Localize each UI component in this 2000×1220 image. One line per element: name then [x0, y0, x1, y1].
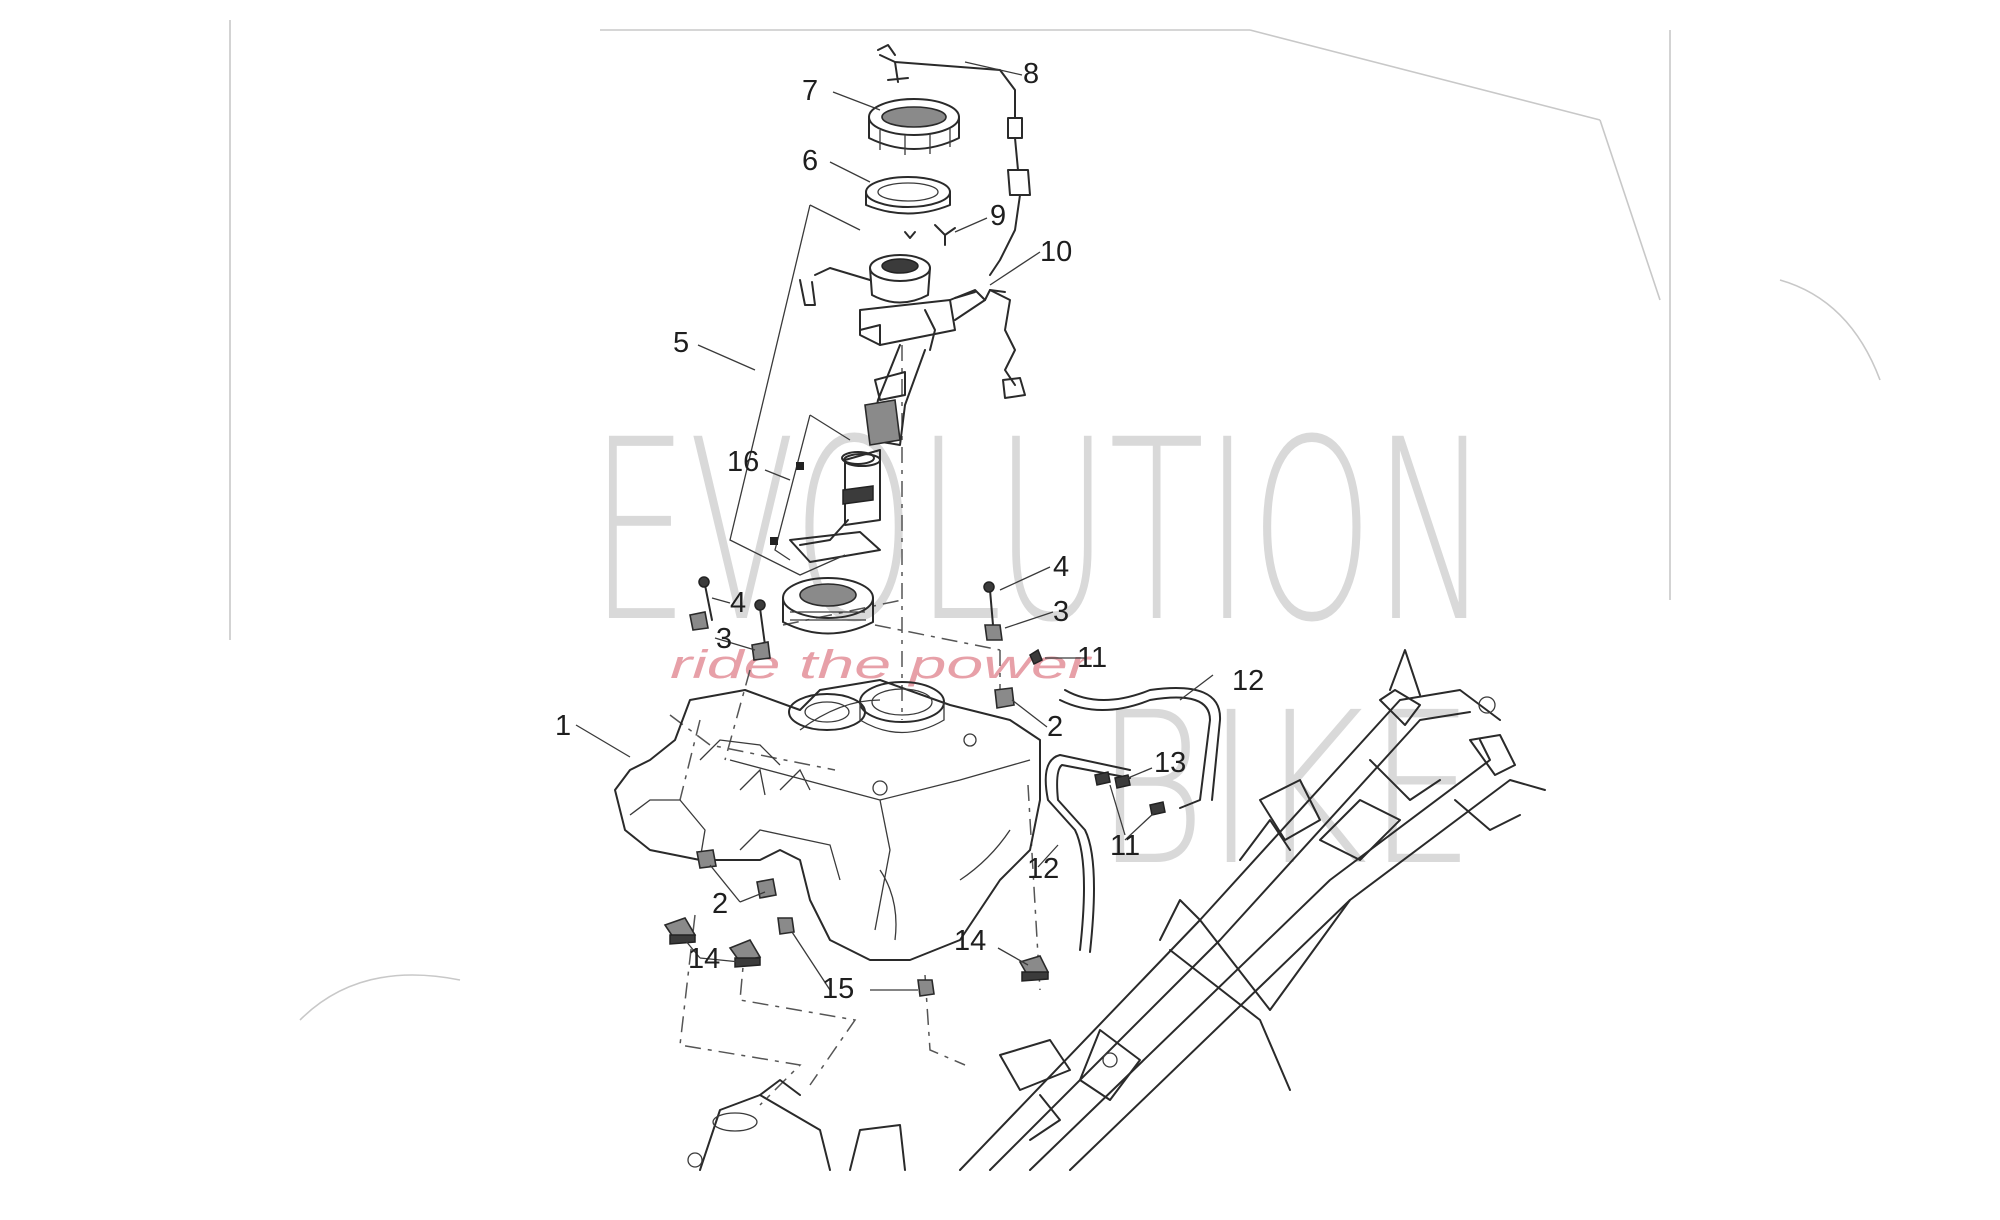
callout-3-right: 3 [1053, 596, 1069, 628]
callout-5: 5 [673, 327, 689, 359]
fuel-hose [954, 289, 1026, 399]
pump-outline-box [729, 204, 861, 576]
ring-nut [868, 98, 960, 155]
callout-12-upper: 12 [1232, 665, 1264, 697]
callout-2-right: 2 [1047, 711, 1063, 743]
marker-square-b [770, 537, 778, 545]
callout-2-left: 2 [712, 888, 728, 920]
callout-11-lower: 11 [1110, 830, 1140, 862]
background-silhouette [229, 20, 1881, 1021]
right-fasteners [983, 581, 1043, 709]
callout-4-right: 4 [1053, 551, 1069, 583]
callout-3-left: 3 [716, 623, 732, 655]
clips-and-rubbers [663, 917, 1050, 997]
callout-8: 8 [1023, 58, 1039, 90]
callout-1: 1 [555, 710, 571, 742]
callout-14-right: 14 [954, 925, 986, 957]
fuel-pump-assembly [789, 254, 1006, 563]
callout-15: 15 [822, 973, 854, 1005]
callout-6: 6 [802, 145, 818, 177]
callout-10: 10 [1040, 236, 1072, 268]
callout-7: 7 [802, 75, 818, 107]
fuel-tank [614, 679, 1041, 961]
gasket [865, 176, 951, 215]
left-fasteners [689, 576, 777, 899]
callout-9: 9 [990, 200, 1006, 232]
lower-left-bracket [687, 1079, 906, 1171]
part-9-fitting [904, 224, 956, 246]
breather-pipe [877, 44, 1031, 276]
callout-4-left: 4 [730, 587, 746, 619]
watermark-brand-bottom: BIKE [1095, 667, 1475, 912]
callout-13: 13 [1154, 747, 1186, 779]
pump-flange [782, 577, 874, 635]
callout-11-upper: 11 [1077, 642, 1107, 674]
marker-square-a [796, 462, 804, 470]
callout-14-left: 14 [688, 943, 720, 975]
breather-hose [1044, 687, 1222, 953]
leader-lines [575, 61, 1214, 991]
callout-12-lower: 12 [1027, 853, 1059, 885]
watermark: EVOLUTION BIKE ride the power [590, 386, 1490, 912]
frame [959, 649, 1546, 1171]
callout-16: 16 [727, 446, 759, 478]
watermark-brand-top: EVOLUTION [590, 386, 1490, 677]
callout-numbers: 8 7 6 9 10 5 16 4 3 4 3 11 12 2 1 13 11 … [555, 58, 1264, 1005]
